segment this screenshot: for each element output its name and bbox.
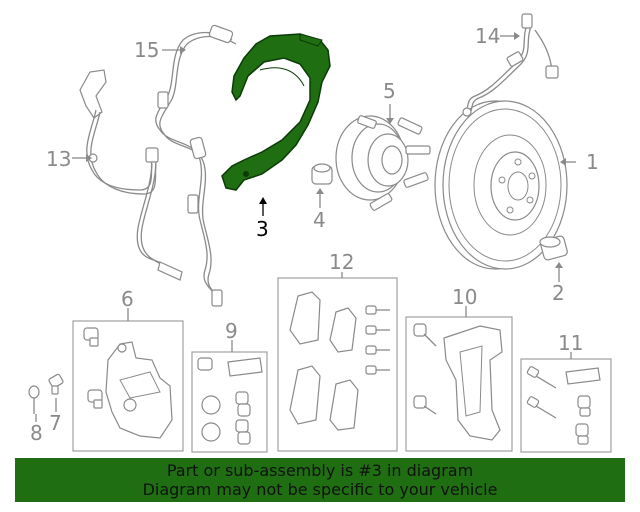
part-10-caliper-bracket[interactable]: [413, 323, 503, 441]
callout-14: 14: [475, 24, 500, 48]
part-15-sensor-harness[interactable]: [155, 24, 237, 307]
notice-line-disclaimer: Diagram may not be specific to your vehi…: [142, 480, 498, 499]
part-1-brake-rotor[interactable]: [434, 100, 568, 270]
part-3-dust-shield[interactable]: [221, 33, 331, 191]
callout-15: 15: [134, 38, 159, 62]
part-13-sensor-harness[interactable]: [79, 69, 183, 281]
callout-4: 4: [313, 208, 326, 232]
callout-10: 10: [452, 285, 477, 309]
part-11-guide-pin-kit[interactable]: [526, 366, 601, 445]
callout-1: 1: [586, 150, 599, 174]
part-6-caliper[interactable]: [83, 327, 173, 439]
part-8-bleeder-cap[interactable]: [28, 385, 40, 414]
callout-8: 8: [30, 421, 43, 445]
callout-9: 9: [225, 319, 238, 343]
part-14-sensor-cable[interactable]: [462, 13, 559, 117]
part-7-bleeder-screw[interactable]: [48, 373, 64, 395]
callout-5: 5: [383, 79, 396, 103]
part-5-hub-bearing[interactable]: [335, 115, 431, 211]
callout-2: 2: [552, 281, 565, 305]
notice-banner: Part or sub-assembly is #3 in diagram Di…: [15, 458, 625, 502]
callout-6: 6: [121, 287, 134, 311]
notice-line-part-number: Part or sub-assembly is #3 in diagram: [166, 461, 474, 480]
callout-3: 3: [256, 217, 269, 241]
part-12-brake-pads[interactable]: [289, 291, 390, 431]
callout-11: 11: [558, 331, 583, 355]
callout-7: 7: [49, 411, 62, 435]
callout-13: 13: [46, 147, 71, 171]
part-9-hardware-kit[interactable]: [197, 357, 263, 445]
callout-12: 12: [329, 250, 354, 274]
part-4-bolt[interactable]: [311, 163, 333, 185]
leader-lines: [35, 32, 576, 422]
part-2-nut[interactable]: [539, 235, 568, 261]
